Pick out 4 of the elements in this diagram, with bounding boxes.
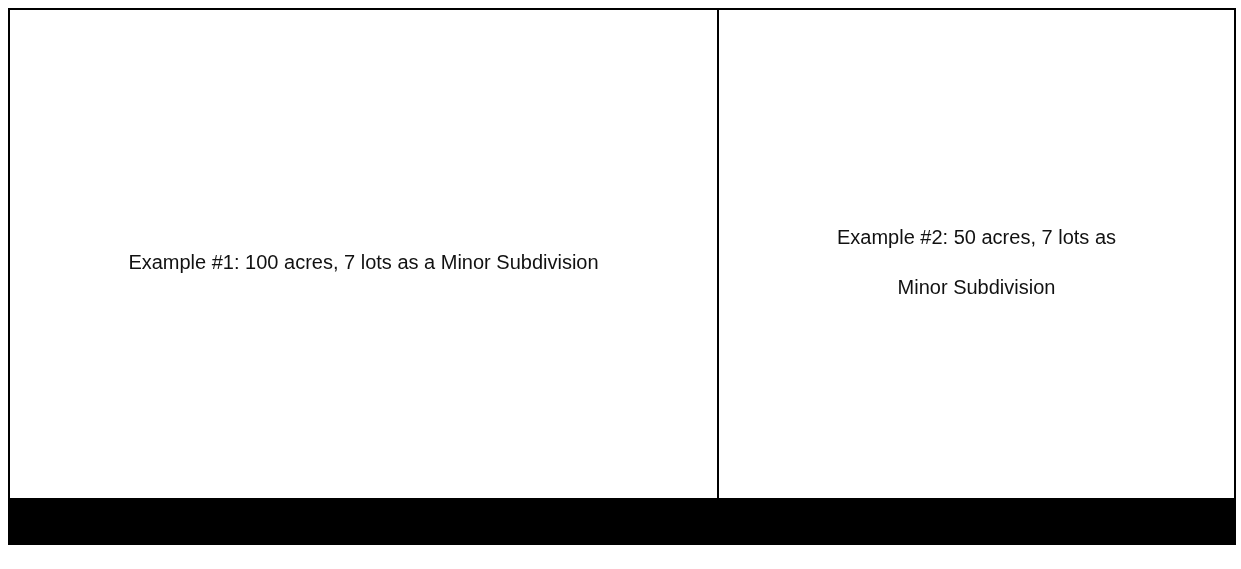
panel-text: Example #1: 100 acres, 7 lots as a Minor Subdivision [128,250,599,275]
panel-text: Example #2: 50 acres, 7 lots as Minor Subdivision [835,225,1117,300]
panel [8,8,719,500]
panel [717,8,1236,500]
